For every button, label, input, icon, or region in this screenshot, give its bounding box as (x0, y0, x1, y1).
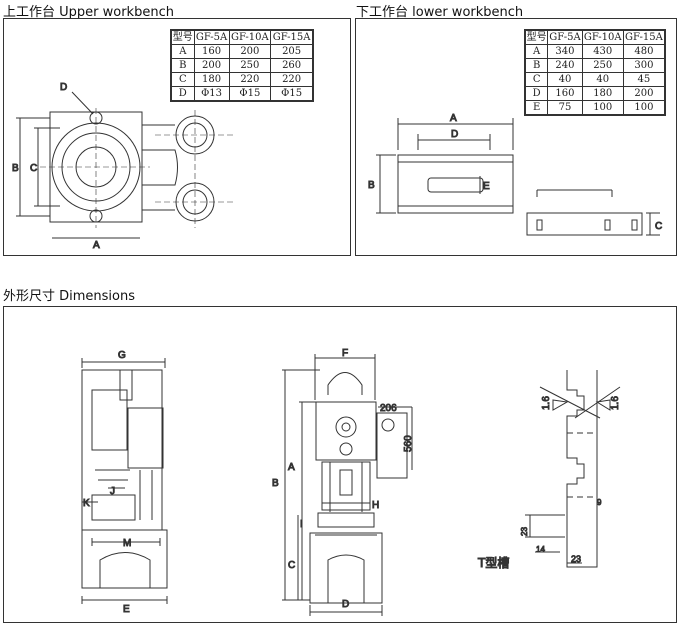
table-cell: D (170, 86, 195, 102)
table-cell: Φ15 (270, 86, 314, 102)
table-cell: 180 (193, 72, 230, 87)
dim-label-206: 206 (380, 403, 397, 414)
dimensions-title: 外形尺寸 Dimensions (3, 289, 136, 304)
table-cell: 200 (622, 86, 666, 101)
dim-label-23: 23 (571, 554, 581, 564)
table-cell: Φ13 (193, 86, 230, 102)
dim-label-g: G (118, 350, 126, 361)
dim-label-c: C (30, 163, 37, 174)
table-cell: 160 (547, 86, 583, 101)
lower-workbench-drawing: A D B E C (368, 113, 663, 236)
dim-label-h: H (372, 500, 379, 511)
t-slot-title: T型槽 (477, 556, 509, 570)
lower-workbench-panel (355, 18, 677, 256)
dim-label-c: C (288, 560, 295, 571)
dim-label-e: E (123, 604, 130, 615)
dim-label-a: A (288, 462, 295, 473)
roughness-label: 1.6 (541, 396, 552, 410)
table-cell: 100 (581, 100, 624, 116)
lower-workbench-title: 下工作台 lower workbench (356, 5, 524, 20)
dim-label-e: E (483, 181, 490, 192)
dim-label-b: B (12, 163, 19, 174)
dim-label-d: D (60, 82, 67, 93)
dim-label-j: J (110, 486, 115, 497)
table-cell: 75 (547, 100, 583, 116)
dim-label-560: 560 (403, 435, 414, 452)
table-cell: 340 (547, 44, 583, 59)
dim-label-i: I (300, 519, 303, 530)
dim-label-a: A (450, 113, 457, 124)
table-cell: C (170, 72, 195, 87)
table-cell: E (524, 100, 549, 116)
dim-label-b: B (272, 478, 279, 489)
dim-label-c: C (655, 221, 662, 232)
dim-label-14: 14 (536, 545, 545, 554)
press-front-view: F A B C D H I 206 560 (272, 348, 415, 616)
dim-label-f: F (342, 348, 348, 359)
table-cell: 180 (581, 86, 624, 101)
table-cell: Φ15 (228, 86, 272, 102)
dim-label-9: 9 (597, 498, 602, 507)
table-cell: 160 (193, 44, 230, 59)
press-side-view: G J K M E (81, 350, 168, 616)
dim-label-d: D (451, 129, 458, 140)
upper-workbench-title: 上工作台 Upper workbench (3, 5, 174, 20)
roughness-label: 1.6 (610, 396, 621, 410)
dim-label-k: K (83, 498, 90, 509)
table-cell: D (524, 86, 549, 101)
upper-workbench-panel (3, 18, 351, 256)
dim-label-a: A (93, 240, 100, 251)
t-slot-detail: 1.6 1.6 9 23 14 23 T型槽 (477, 370, 622, 571)
dim-label-m: M (123, 538, 131, 549)
dim-label-b: B (368, 180, 375, 191)
dim-label-d: D (342, 599, 349, 610)
dim-label-23-tol: 23 (520, 527, 529, 536)
table-header-row: 型号 GF-5A GF-10A GF-15A (524, 29, 666, 45)
dimensions-panel (3, 306, 677, 623)
table-cell: 220 (270, 72, 314, 87)
table-cell: 100 (622, 100, 666, 116)
upper-workbench-drawing: B C A D (12, 82, 235, 252)
